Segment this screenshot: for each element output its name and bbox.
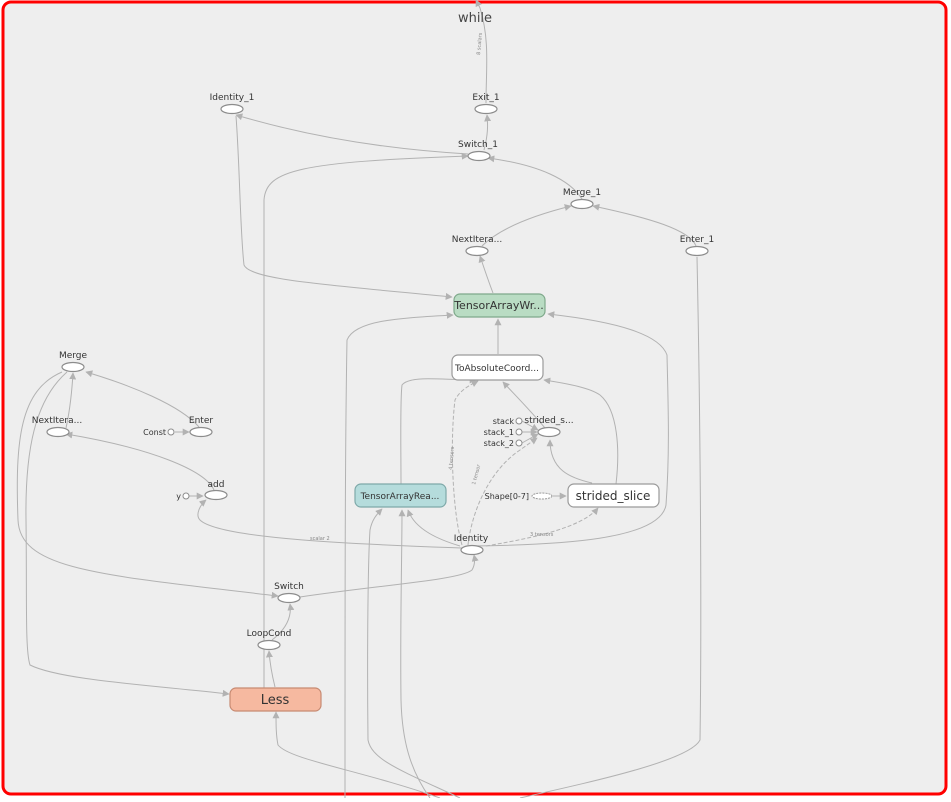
svg-text:3 tensors: 3 tensors xyxy=(530,532,554,538)
node-stack-2-label: stack_2 xyxy=(484,439,514,448)
node-const-label: Const xyxy=(143,428,166,437)
node-strided-slice-label: strided_slice xyxy=(576,489,651,503)
node-nextiteration-left-label: NextItera... xyxy=(32,416,82,426)
node-strided-slice[interactable]: strided_slice xyxy=(567,483,660,508)
node-switch-1[interactable]: Switch_1 xyxy=(458,140,498,162)
node-merge[interactable]: Merge xyxy=(59,351,88,373)
node-enter-label: Enter xyxy=(189,416,213,426)
node-tensorarrayread[interactable]: TensorArrayRea... xyxy=(354,483,447,508)
node-switch-1-label: Switch_1 xyxy=(458,140,498,150)
node-nextiteration-left[interactable]: NextItera... xyxy=(32,416,82,438)
node-less[interactable]: Less xyxy=(229,687,322,712)
node-toabsolutecoord-label: ToAbsoluteCoord... xyxy=(454,364,539,374)
node-tensorarraywrite-label: TensorArrayWr... xyxy=(453,299,544,312)
node-strided-s-label: strided_s... xyxy=(524,416,573,426)
node-enter[interactable]: Enter xyxy=(189,416,213,438)
node-const[interactable]: Const xyxy=(143,428,175,437)
svg-text:1 tensor: 1 tensor xyxy=(471,463,482,485)
node-y[interactable]: y xyxy=(176,492,190,501)
node-nextiteration-top[interactable]: NextItera... xyxy=(452,235,502,257)
node-exit-1-label: Exit_1 xyxy=(472,93,499,103)
node-identity-label: Identity xyxy=(454,534,489,544)
node-switch-label: Switch xyxy=(274,582,304,592)
svg-text:scalar 2: scalar 2 xyxy=(310,536,330,542)
node-merge-1-label: Merge_1 xyxy=(563,188,601,198)
node-merge-label: Merge xyxy=(59,351,88,361)
node-y-label: y xyxy=(176,492,181,501)
node-stack-2[interactable]: stack_2 xyxy=(484,439,523,448)
graph-edges: 8 scalars 4 tensors scalar 2 3 tensors 1… xyxy=(16,0,702,799)
node-loopcond-label: LoopCond xyxy=(247,629,292,639)
node-stack-label: stack xyxy=(493,417,515,426)
node-identity-1-label: Identity_1 xyxy=(210,93,255,103)
node-add-label: add xyxy=(208,480,225,490)
node-enter-1[interactable]: Enter_1 xyxy=(680,235,714,257)
node-less-label: Less xyxy=(261,693,290,708)
node-add[interactable]: add xyxy=(204,480,228,501)
node-stack[interactable]: stack xyxy=(493,417,523,426)
while-title: while xyxy=(458,11,492,26)
node-exit-1[interactable]: Exit_1 xyxy=(472,93,500,115)
node-nextiteration-top-label: NextItera... xyxy=(452,235,502,245)
node-shape[interactable]: Shape[0-7] xyxy=(485,492,553,501)
node-strided-s[interactable]: strided_s... xyxy=(524,416,574,438)
node-tensorarraywrite[interactable]: TensorArrayWr... xyxy=(453,293,546,318)
node-toabsolutecoord[interactable]: ToAbsoluteCoord... xyxy=(451,354,544,381)
node-identity-1[interactable]: Identity_1 xyxy=(210,93,255,115)
node-stack-1[interactable]: stack_1 xyxy=(484,428,523,437)
node-identity[interactable]: Identity xyxy=(454,534,489,556)
node-loopcond[interactable]: LoopCond xyxy=(247,629,292,651)
node-merge-1[interactable]: Merge_1 xyxy=(563,188,601,210)
node-enter-1-label: Enter_1 xyxy=(680,235,714,245)
node-shape-label: Shape[0-7] xyxy=(485,492,529,501)
node-tensorarrayread-label: TensorArrayRea... xyxy=(360,492,440,502)
svg-text:8 scalars: 8 scalars xyxy=(476,32,484,55)
node-switch[interactable]: Switch xyxy=(274,582,304,604)
node-stack-1-label: stack_1 xyxy=(484,428,514,437)
svg-text:4 tensors: 4 tensors xyxy=(448,446,456,470)
